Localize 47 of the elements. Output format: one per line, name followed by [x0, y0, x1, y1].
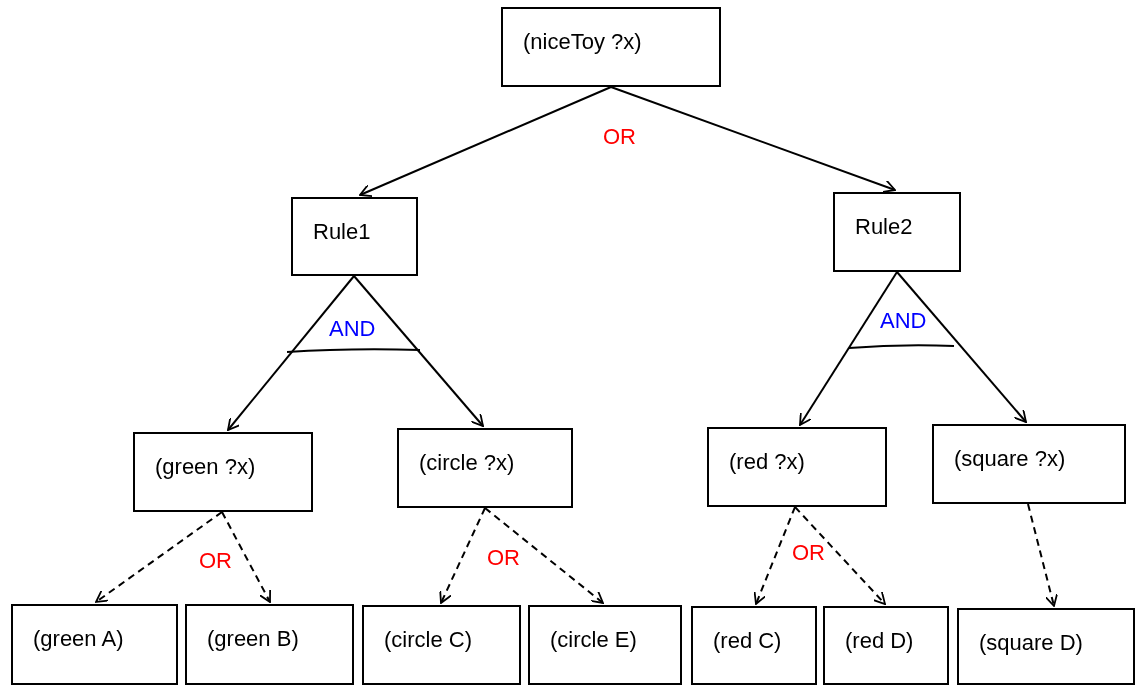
node-box: [707, 427, 887, 507]
operator-label: OR: [487, 544, 520, 572]
node-box: [932, 424, 1126, 504]
arrow: [353, 275, 484, 427]
arrow: [799, 271, 898, 426]
arrow: [227, 275, 355, 431]
node-label: Rule2: [855, 213, 913, 241]
node-box: [11, 604, 178, 685]
node-box: [291, 197, 418, 276]
node-label: (green B): [207, 625, 299, 653]
node-box: [133, 432, 313, 512]
node-label: (square D): [979, 629, 1083, 657]
node-label: (circle ?x): [419, 449, 515, 477]
node-box: [823, 606, 949, 685]
arrow: [359, 86, 612, 198]
node-label: Rule1: [313, 218, 371, 246]
arrow: [794, 506, 886, 605]
arrow: [1027, 503, 1058, 607]
node-box: [833, 192, 961, 272]
operator-label: OR: [199, 547, 232, 575]
node-label: (circle C): [384, 626, 472, 654]
node-box: [185, 604, 354, 685]
node-box: [501, 7, 721, 87]
operator-label: OR: [792, 539, 825, 567]
node-label: (green A): [33, 625, 124, 653]
node-box: [528, 605, 682, 685]
operator-label: OR: [603, 123, 636, 151]
operator-label: AND: [329, 315, 376, 343]
node-label: (red D): [845, 627, 914, 655]
node-label: (green ?x): [155, 453, 256, 481]
arrow: [610, 86, 896, 193]
node-label: (red ?x): [729, 448, 805, 476]
node-box: [691, 606, 817, 685]
arrow: [439, 507, 486, 604]
node-label: (niceToy ?x): [523, 28, 642, 56]
node-box: [957, 608, 1135, 685]
arrow: [484, 507, 604, 604]
node-box: [397, 428, 573, 508]
node-label: (square ?x): [954, 445, 1066, 473]
arrow: [896, 271, 1027, 423]
node-label: (red C): [713, 627, 782, 655]
arrow: [753, 506, 796, 605]
operator-label: AND: [880, 307, 927, 335]
arrow: [95, 511, 223, 603]
node-label: (circle E): [550, 626, 637, 654]
arrow: [221, 511, 271, 603]
node-box: [362, 605, 521, 685]
